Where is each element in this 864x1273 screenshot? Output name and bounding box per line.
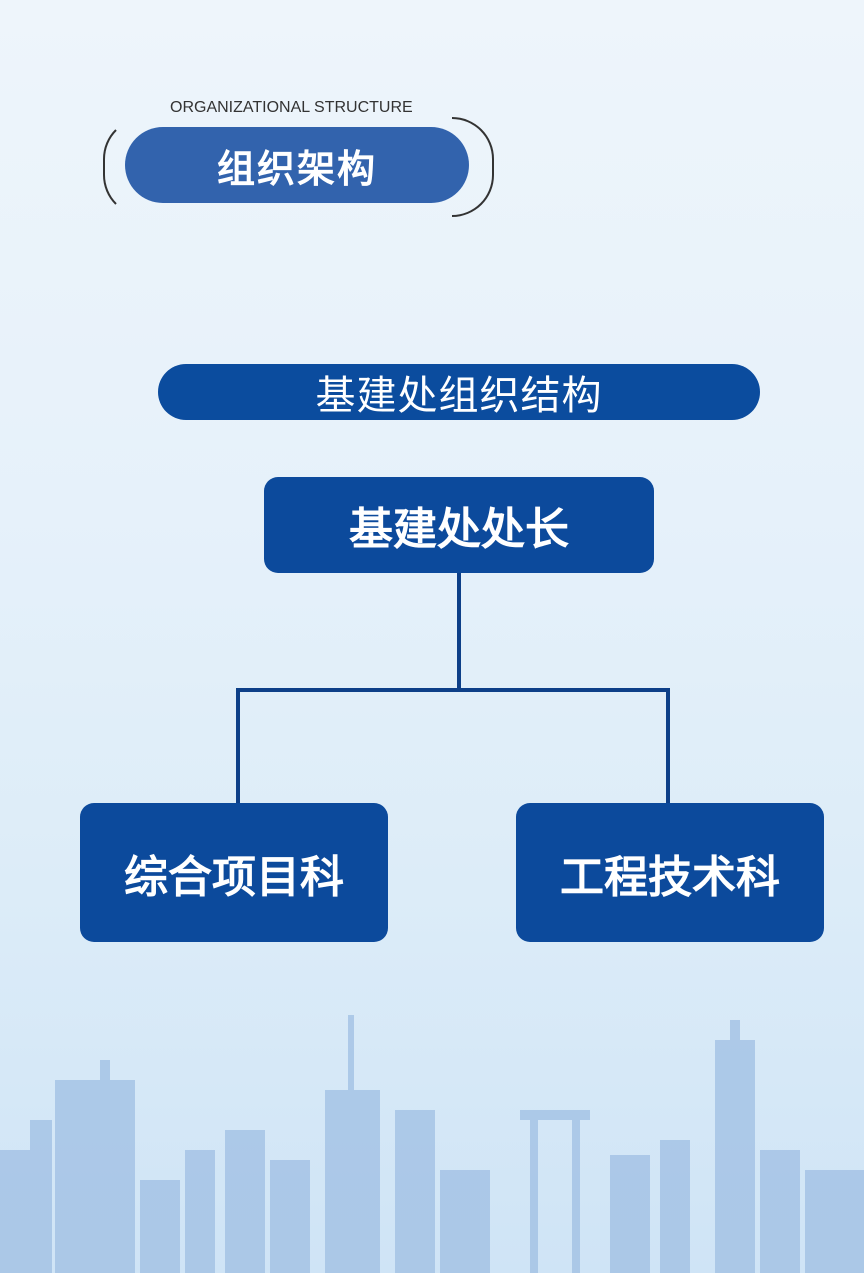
node-child-1: 工程技术科: [516, 803, 824, 942]
connector-horizontal: [236, 688, 670, 692]
header-title: 组织架构: [125, 127, 469, 203]
diagram-title: 基建处组织结构: [158, 364, 760, 420]
header-subtitle: ORGANIZATIONAL STRUCTURE: [170, 99, 413, 116]
node-child-0: 综合项目科: [80, 803, 388, 942]
left-bracket-arc: [103, 117, 145, 217]
city-skyline-background: [0, 1015, 864, 1273]
connector-right-vertical: [666, 688, 670, 803]
connector-left-vertical: [236, 688, 240, 803]
node-root: 基建处处长: [264, 477, 654, 573]
connector-root-vertical: [457, 573, 461, 692]
